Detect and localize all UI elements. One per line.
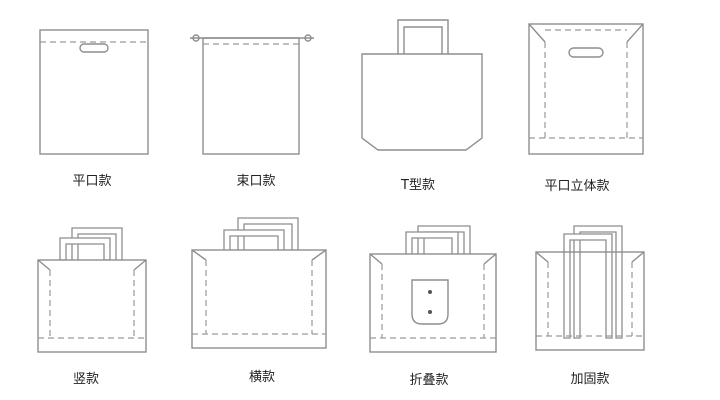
horizontal-bag-icon: [191, 217, 327, 349]
bag-label-drawstring: 束口款: [236, 174, 276, 189]
bag-label-reinforced: 加固款: [570, 372, 610, 387]
vertical-bag-icon: [37, 227, 147, 353]
flat-bag-icon: [39, 29, 149, 155]
flat-3d-bag-icon: [528, 23, 644, 155]
bag-label-t-shape: T型款: [401, 178, 435, 193]
fold-pocket-icon: [411, 279, 449, 325]
bag-label-foldable: 折叠款: [409, 373, 449, 388]
bag-label-horizontal: 横款: [248, 370, 275, 385]
reinforced-bag-icon: [535, 225, 645, 351]
bag-label-vertical: 竖款: [72, 372, 99, 387]
bag-label-flat: 平口款: [72, 174, 112, 189]
t-shape-bag-icon: [361, 19, 483, 151]
drawstring-bag-icon: [190, 34, 314, 155]
bag-label-flat-3d: 平口立体款: [544, 179, 610, 194]
foldable-bag-icon: [369, 225, 497, 353]
